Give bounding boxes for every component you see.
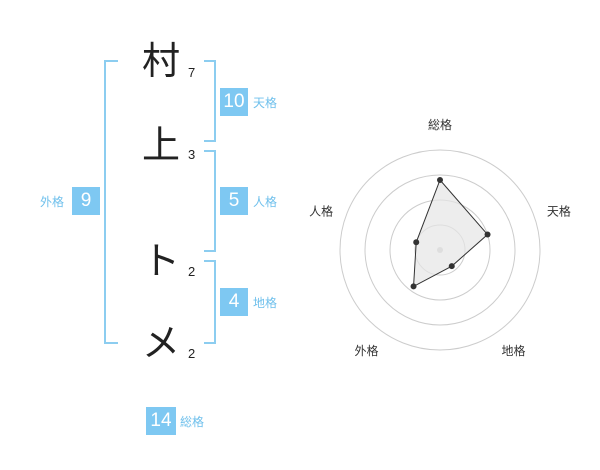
chikaku-bracket [204, 260, 216, 344]
stroke-count-4: 2 [188, 346, 196, 361]
stroke-count-1: 7 [188, 65, 196, 80]
tenkaku-value: 10 [220, 88, 248, 116]
radar-point [410, 283, 417, 290]
radar-axis-label: 総格 [428, 117, 452, 132]
name-char-1: 村 [141, 39, 180, 83]
radar-point [437, 177, 443, 183]
radar-grid-ring [339, 149, 541, 351]
radar-area [412, 179, 489, 288]
gaikaku-label: 外格 [40, 195, 65, 209]
soukaku-value: 14 [146, 407, 176, 435]
radar-axis-label: 外格 [355, 343, 379, 358]
radar-point [484, 231, 491, 238]
jinkaku-value: 5 [220, 187, 248, 215]
chikaku-value: 4 [220, 288, 248, 316]
radar-axis-label: 地格 [501, 343, 525, 358]
name-char-4: メ [141, 321, 180, 365]
tenkaku-bracket [204, 60, 216, 142]
radar-axis-label: 天格 [547, 203, 571, 218]
jinkaku-bracket [204, 150, 216, 252]
stroke-count-2: 3 [188, 147, 196, 162]
chikaku-label: 地格 [253, 296, 278, 310]
jinkaku-label: 人格 [253, 195, 278, 209]
radar-grid-ring [364, 174, 516, 326]
radar-axis-label: 人格 [309, 203, 333, 218]
radar-point [413, 239, 420, 246]
gaikaku-bracket [104, 60, 118, 344]
radar-point [448, 263, 455, 270]
stroke-count-3: 2 [188, 264, 196, 279]
gaikaku-value: 9 [72, 187, 100, 215]
name-char-3: ト [141, 239, 180, 283]
name-char-2: 上 [141, 123, 180, 167]
soukaku-label: 総格 [180, 415, 205, 429]
tenkaku-label: 天格 [253, 96, 278, 110]
